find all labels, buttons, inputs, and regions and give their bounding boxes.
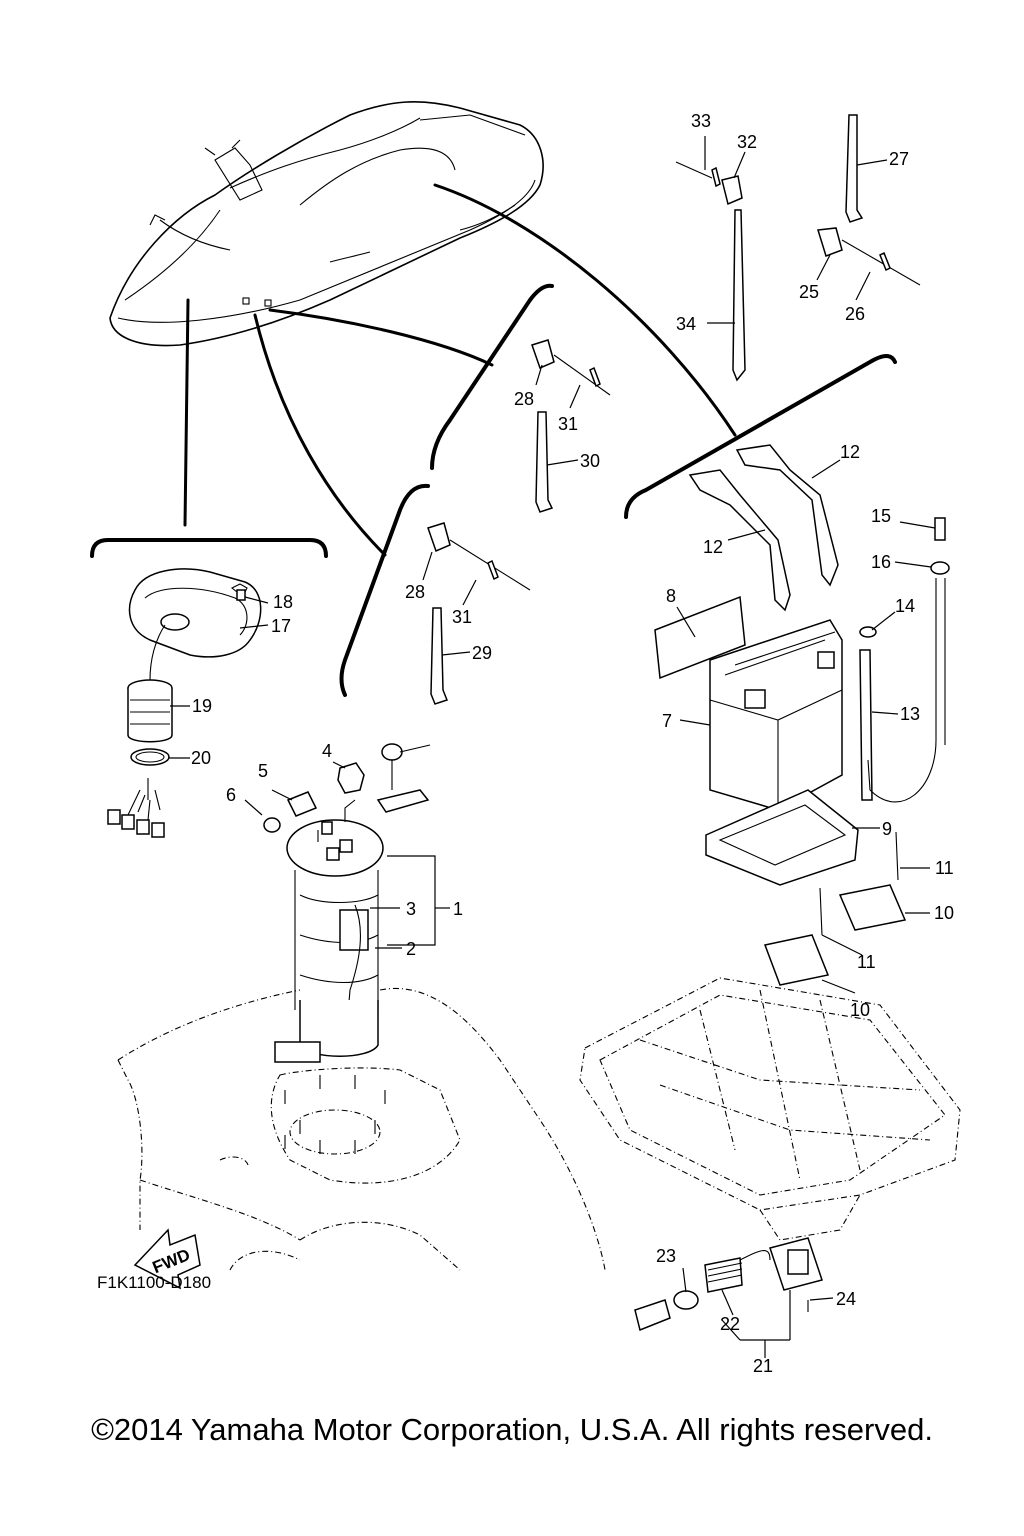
callout-15: 15 — [871, 506, 891, 526]
forward-direction-arrow: FWD — [133, 1228, 201, 1290]
deck-frame-outline — [579, 977, 961, 1241]
callout-labels: 1 2 3 4 5 6 7 8 9 10 10 11 11 12 12 13 1… — [191, 111, 954, 1376]
callout-31-b: 31 — [452, 607, 472, 627]
callout-26: 26 — [845, 304, 865, 324]
callout-5: 5 — [258, 761, 268, 781]
callout-20: 20 — [191, 748, 211, 768]
callout-2: 2 — [406, 939, 416, 959]
clamps-and-bands — [427, 114, 921, 705]
bracket-battery — [624, 354, 897, 519]
fuel-tank-outline — [117, 988, 606, 1271]
callout-14: 14 — [895, 596, 915, 616]
fuel-pump-assembly — [263, 743, 431, 1063]
callout-31-a: 31 — [558, 414, 578, 434]
callout-4: 4 — [322, 741, 332, 761]
callout-12-a: 12 — [840, 442, 860, 462]
tank-mount-bolts — [284, 1075, 386, 1154]
copyright-notice: ©2014 Yamaha Motor Corporation, U.S.A. A… — [91, 1412, 933, 1447]
callout-28-b: 28 — [405, 582, 425, 602]
callout-21: 21 — [753, 1356, 773, 1376]
callout-34: 34 — [676, 314, 696, 334]
bracket-clamp-b — [339, 483, 430, 697]
drawing-code: F1K1100-D180 — [97, 1273, 211, 1292]
bracket-tank-cap — [90, 538, 328, 558]
callout-24: 24 — [836, 1289, 856, 1309]
callout-33: 33 — [691, 111, 711, 131]
callout-10-b: 10 — [850, 1000, 870, 1020]
battery-assembly — [654, 444, 950, 986]
callout-3: 3 — [406, 899, 416, 919]
callout-29: 29 — [472, 643, 492, 663]
callout-22: 22 — [720, 1314, 740, 1334]
callout-17: 17 — [271, 616, 291, 636]
location-curves — [183, 183, 737, 557]
callout-6: 6 — [226, 785, 236, 805]
callout-32: 32 — [737, 132, 757, 152]
callout-11-a: 11 — [935, 858, 954, 878]
callout-28-a: 28 — [514, 389, 534, 409]
callout-25: 25 — [799, 282, 819, 302]
callout-8: 8 — [666, 586, 676, 606]
callout-1: 1 — [453, 899, 463, 919]
callout-30: 30 — [580, 451, 600, 471]
callout-13: 13 — [900, 704, 920, 724]
callout-12-b: 12 — [703, 537, 723, 557]
callout-11-b: 11 — [857, 952, 876, 972]
watercraft-illustration — [109, 101, 544, 347]
leader-lines — [168, 136, 936, 1358]
callout-9: 9 — [882, 819, 892, 839]
callout-18: 18 — [273, 592, 293, 612]
callout-10-a: 10 — [934, 903, 954, 923]
callout-19: 19 — [192, 696, 212, 716]
callout-16: 16 — [871, 552, 891, 572]
callout-27: 27 — [889, 149, 909, 169]
callout-23: 23 — [656, 1246, 676, 1266]
fuel-cap-assembly — [107, 568, 262, 838]
bracket-clamp-a — [430, 283, 554, 470]
callout-7: 7 — [662, 711, 672, 731]
sensor-assembly — [634, 1237, 823, 1332]
